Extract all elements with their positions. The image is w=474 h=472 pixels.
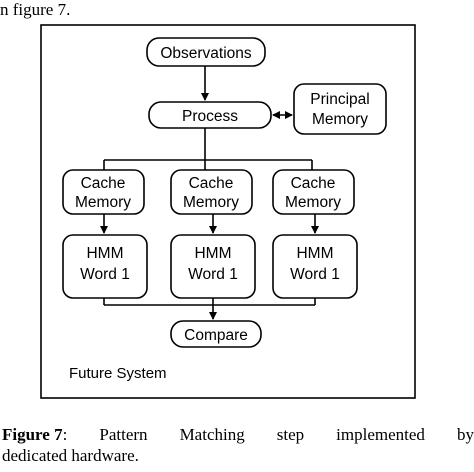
frame-label: Future System [69, 365, 167, 382]
caption-line-2: dedicated hardware. [2, 446, 139, 465]
figure-caption: Figure 7: Pattern Matching step implemen… [2, 424, 474, 466]
node-hmm-3-line1: HMM [296, 245, 333, 262]
node-cache-memory-1-line2: Memory [75, 194, 131, 211]
node-hmm-1-line2: Word 1 [80, 266, 130, 283]
caption-word-5: by [456, 425, 474, 444]
node-hmm-3-line2: Word 1 [290, 266, 340, 283]
node-hmm-1-line1: HMM [86, 245, 123, 262]
node-compare-label: Compare [184, 327, 248, 344]
caption-word-3: step [276, 425, 305, 444]
node-observations-label: Observations [160, 45, 252, 62]
node-principal-memory-line2: Memory [312, 111, 368, 128]
connectors [100, 66, 319, 320]
node-cache-memory-2-line1: Cache [189, 175, 234, 192]
node-process: Process [148, 101, 272, 129]
node-cache-memory-1: Cache Memory [62, 169, 145, 215]
node-cache-memory-2: Cache Memory [170, 169, 253, 215]
node-cache-memory-3-line1: Cache [291, 175, 336, 192]
node-cache-memory-2-line2: Memory [183, 194, 239, 211]
node-process-label: Process [182, 108, 238, 125]
node-cache-memory-3: Cache Memory [272, 169, 355, 215]
node-compare: Compare [170, 320, 262, 348]
node-hmm-2: HMM Word 1 [170, 234, 256, 299]
system-frame [40, 24, 416, 399]
node-hmm-3: HMM Word 1 [272, 234, 358, 299]
caption-word-4: implemented [336, 425, 425, 444]
diagram: Observations Process Principal Memory Ca… [40, 24, 416, 399]
node-hmm-2-line2: Word 1 [188, 266, 238, 283]
caption-word-1: Pattern [99, 425, 148, 444]
node-principal-memory: Principal Memory [293, 83, 387, 135]
caption-word-2: Matching [179, 425, 245, 444]
node-principal-memory-line1: Principal [310, 91, 369, 108]
node-cache-memory-1-line1: Cache [81, 175, 126, 192]
node-observations: Observations [146, 37, 266, 67]
node-hmm-2-line1: HMM [194, 245, 231, 262]
node-cache-memory-3-line2: Memory [285, 194, 341, 211]
node-hmm-1: HMM Word 1 [62, 234, 148, 299]
caption-figure-label: Figure 7 [2, 425, 63, 444]
caption-lead: Figure 7: [2, 425, 68, 444]
page-text-fragment: n figure 7. [0, 0, 71, 19]
caption-line-1: Figure 7: Pattern Matching step implemen… [2, 424, 474, 445]
